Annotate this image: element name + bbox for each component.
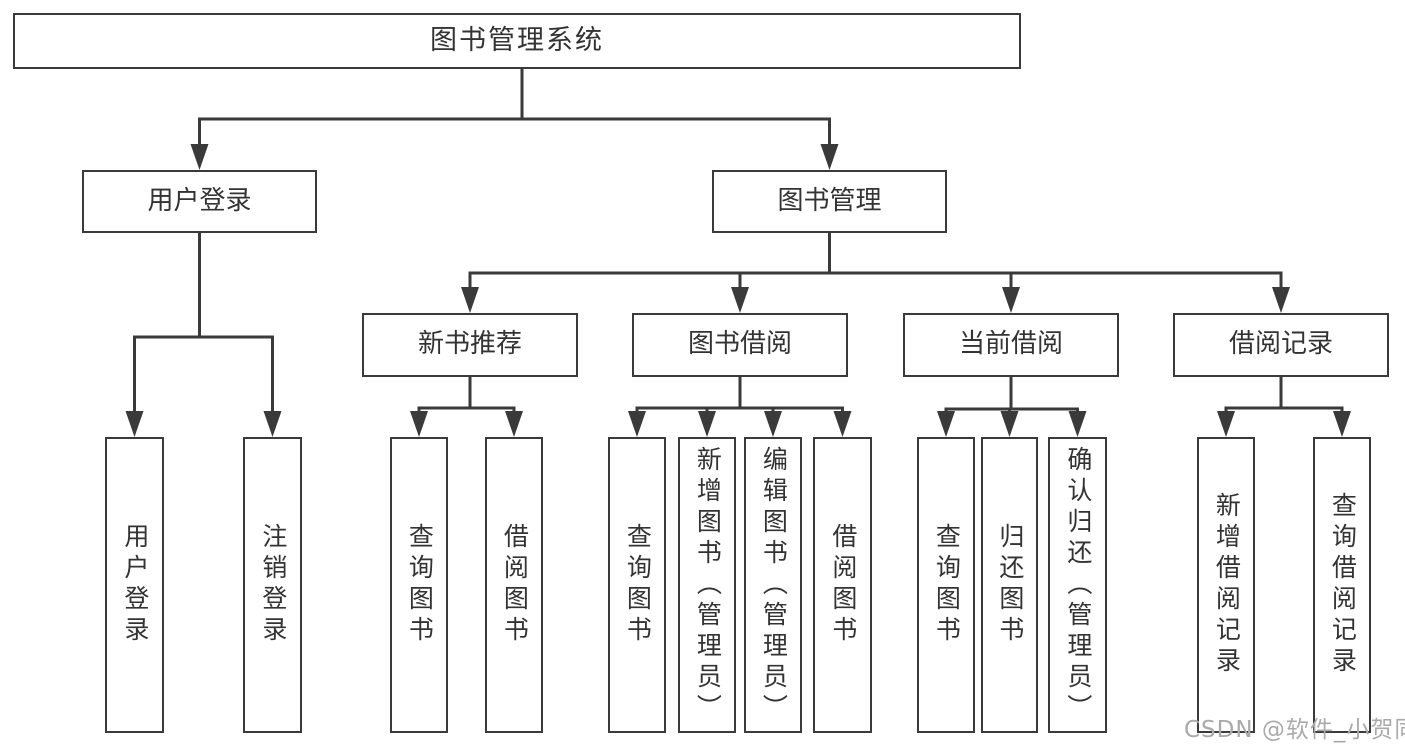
leaf-edit-book-admin: 编辑图书（管理员）	[744, 437, 802, 733]
node-new-book-recommend: 新书推荐	[362, 313, 578, 377]
node-book-borrow: 图书借阅	[632, 313, 848, 377]
node-current-borrow: 当前借阅	[903, 313, 1119, 377]
arrowhead	[833, 411, 852, 437]
csdn-watermark: CSDN @软件_小贺同学	[1184, 717, 1405, 743]
arrowhead	[1000, 411, 1019, 437]
arrowhead	[1068, 411, 1087, 437]
arrowhead	[410, 411, 428, 437]
connector-current-borrow-children	[944, 377, 1079, 414]
connector-new-book-children	[417, 377, 516, 414]
leaf-return-book: 归还图书	[981, 437, 1038, 733]
arrowhead	[505, 411, 523, 437]
arrowhead	[698, 411, 716, 437]
arrowhead	[937, 411, 955, 437]
connector-user-login-children	[133, 233, 274, 414]
leaf-add-book-admin: 新增图书（管理员）	[678, 437, 736, 733]
leaf-borrow-books-1: 借阅图书	[485, 437, 543, 733]
arrowhead	[731, 287, 749, 313]
leaf-query-books-3: 查询图书	[917, 437, 975, 733]
arrowhead	[190, 144, 209, 170]
arrowhead	[764, 411, 782, 437]
connector-book-borrow-children	[635, 377, 844, 414]
arrowhead	[1272, 287, 1290, 313]
leaf-query-books-2: 查询图书	[608, 437, 666, 733]
node-user-login: 用户登录	[82, 170, 317, 233]
leaf-borrow-books-2: 借阅图书	[813, 437, 872, 733]
arrowhead	[628, 411, 646, 437]
leaf-confirm-return-admin: 确认归还（管理员）	[1048, 437, 1107, 733]
arrowhead	[125, 411, 144, 437]
node-root: 图书管理系统	[13, 13, 1021, 69]
leaf-user-login: 用户登录	[105, 437, 164, 733]
connector-book-management-children	[468, 233, 1283, 290]
connector-root-to-level2	[198, 69, 831, 147]
arrowhead	[263, 411, 282, 437]
leaf-add-borrow-record: 新增借阅记录	[1197, 437, 1255, 733]
leaf-query-borrow-record: 查询借阅记录	[1313, 437, 1371, 733]
node-book-management: 图书管理	[712, 170, 947, 233]
arrowhead	[1333, 411, 1351, 437]
leaf-logout: 注销登录	[243, 437, 302, 733]
node-borrow-records: 借阅记录	[1173, 313, 1389, 377]
arrowhead	[820, 144, 839, 170]
arrowhead	[1217, 411, 1235, 437]
leaf-query-books-1: 查询图书	[390, 437, 448, 733]
arrowhead	[1002, 287, 1020, 313]
arrowhead	[461, 287, 479, 313]
connector-borrow-records-children	[1224, 377, 1344, 414]
